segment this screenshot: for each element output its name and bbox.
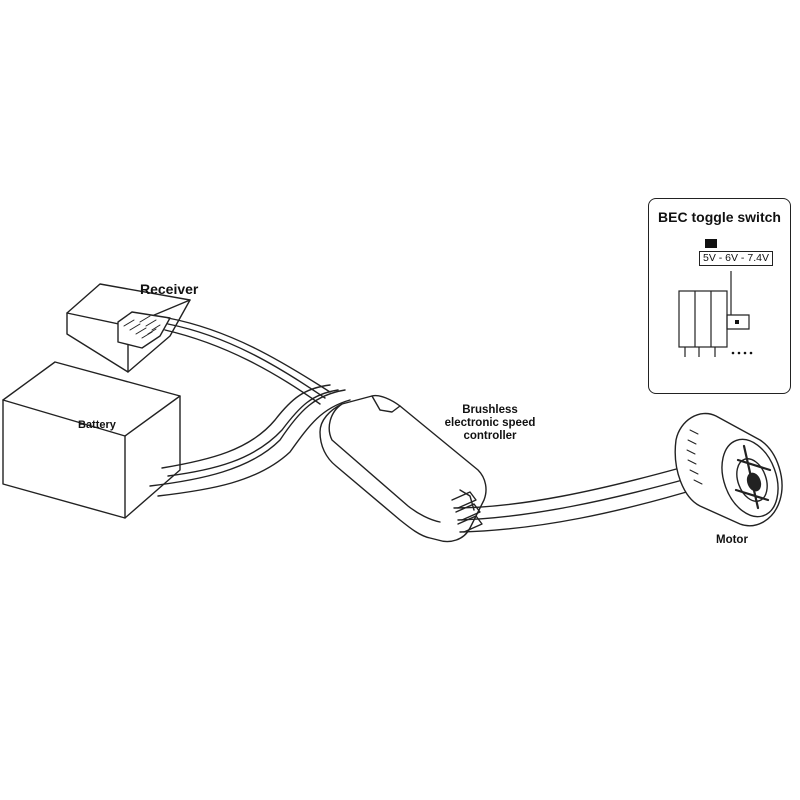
battery-wires bbox=[149, 384, 351, 497]
motor bbox=[674, 412, 783, 527]
bec-switch-illustration bbox=[678, 239, 753, 357]
motor-wires bbox=[451, 467, 701, 533]
motor-label: Motor bbox=[716, 534, 748, 546]
inset-title: BEC toggle switch bbox=[658, 209, 781, 225]
esc-label-line1: Brushless bbox=[462, 404, 518, 416]
receiver bbox=[66, 283, 191, 373]
switch-knob bbox=[705, 239, 717, 248]
voltage-options: 5V - 6V - 7.4V bbox=[699, 251, 773, 266]
esc-label-line3: controller bbox=[463, 430, 517, 442]
receiver-label: Receiver bbox=[140, 281, 199, 297]
bec-toggle-inset: BEC toggle switch 5V - 6V - 7.4V bbox=[648, 198, 791, 394]
esc-label-line2: electronic speed bbox=[445, 417, 536, 429]
battery bbox=[2, 361, 181, 519]
battery-label: Battery bbox=[78, 419, 117, 431]
receiver-wires bbox=[164, 317, 331, 405]
